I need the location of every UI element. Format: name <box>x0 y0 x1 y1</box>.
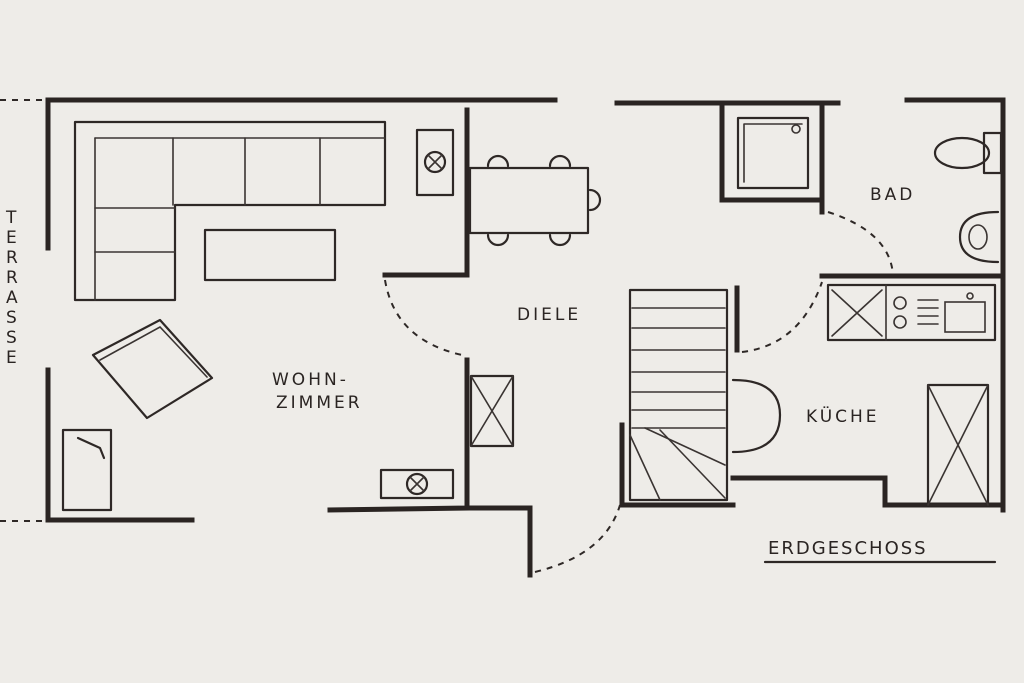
door-swing-kitchen <box>741 281 823 353</box>
terrasse-letter: A <box>6 288 18 308</box>
wardrobe-hall <box>469 374 515 448</box>
wall-inner-lower <box>327 357 470 513</box>
wall-entry-stub <box>467 505 533 578</box>
label-kueche: KÜCHE <box>806 405 880 427</box>
wall-shower-box <box>719 100 825 203</box>
wall-living-left-lower <box>45 367 195 523</box>
kitchen-sink <box>944 301 986 333</box>
walls <box>45 97 1006 578</box>
shower-tray <box>736 116 810 190</box>
terrasse-letter: S <box>6 328 17 348</box>
staircase <box>628 288 782 502</box>
door-swing-living <box>384 279 463 356</box>
door-swing-entry <box>534 504 621 573</box>
armchair <box>91 318 214 420</box>
label-wohnzimmer-1: WOHN- <box>272 370 349 390</box>
corner-sofa <box>73 120 387 302</box>
label-wohnzimmer-2: ZIMMER <box>276 393 363 413</box>
kitchen-cabinet-x <box>831 289 883 337</box>
side-cabinet <box>61 428 113 512</box>
terrasse-letter: T <box>5 208 17 228</box>
wall-bath-top-right <box>904 97 1006 513</box>
label-diele: DIELE <box>517 305 581 325</box>
toilet <box>933 131 1003 175</box>
dining-table <box>468 154 602 247</box>
fridge-cabinet <box>926 383 990 507</box>
label-terrasse: T E R R A S S E <box>5 208 18 368</box>
stair-landing-arc <box>731 378 782 454</box>
kitchen-counter <box>826 283 997 342</box>
label-bad: BAD <box>870 185 915 205</box>
coffee-table <box>203 228 337 282</box>
terrasse-letter: E <box>6 348 17 368</box>
terrasse-letter: R <box>6 268 18 288</box>
terrasse-letter: S <box>6 308 17 328</box>
wall-inner-upper <box>382 107 470 278</box>
label-erdgeschoss: ERDGESCHOSS <box>768 538 928 559</box>
stove-living-top <box>415 128 455 197</box>
door-swing-bath <box>827 211 894 276</box>
stove-living-bottom <box>379 468 455 500</box>
hob-burner <box>893 315 907 329</box>
terrasse-letter: E <box>6 228 17 248</box>
hob-burner <box>893 296 907 310</box>
terrasse-letter: R <box>6 248 18 268</box>
washbasin <box>958 210 1000 264</box>
